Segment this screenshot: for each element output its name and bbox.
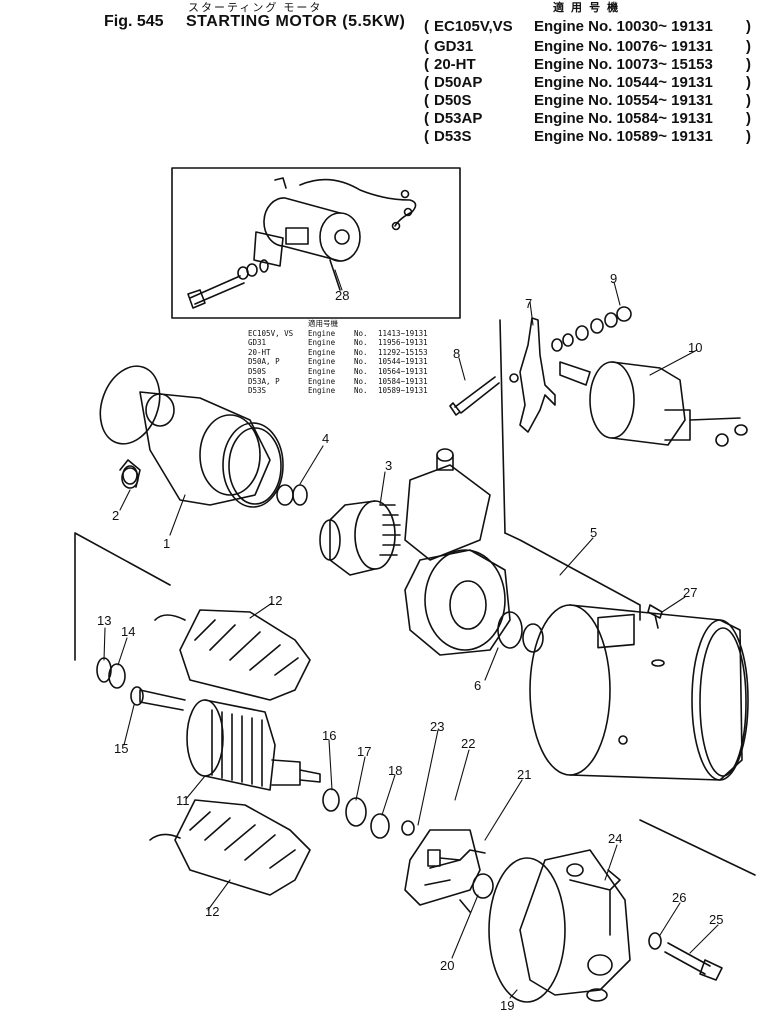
bushing-4b (292, 484, 308, 506)
callout-7: 7 (525, 296, 533, 311)
center-housing (404, 448, 544, 656)
brush-22 (427, 849, 486, 867)
callout-21: 21 (517, 767, 532, 782)
bolt-25 (664, 942, 723, 981)
screw-27 (647, 604, 663, 629)
callout-27: 27 (683, 585, 698, 600)
washer-16 (322, 788, 340, 812)
yoke-5 (529, 604, 749, 781)
callout-28: 28 (335, 288, 350, 303)
callout-16: 16 (322, 728, 337, 743)
drive-housing-1 (99, 365, 284, 508)
assembly-bracket-left (74, 532, 171, 661)
callout-17: 17 (357, 744, 372, 759)
brush-holder-21 (404, 829, 481, 913)
callout-12-upper: 12 (268, 593, 283, 608)
pinion-drive-3 (319, 500, 401, 576)
callout-25: 25 (709, 912, 724, 927)
armature-11 (186, 699, 321, 791)
callout-12-lower: 12 (205, 904, 220, 919)
end-frame-19 (519, 849, 631, 1002)
callout-23: 23 (430, 719, 445, 734)
callout-26: 26 (672, 890, 687, 905)
page-title: STARTING MOTOR (5.5KW) (186, 13, 406, 30)
callout-2: 2 (112, 508, 120, 523)
leader-lines (103, 269, 719, 999)
magnetic-switch-10 (559, 361, 748, 447)
callout-1: 1 (163, 536, 171, 551)
field-coil-12-lower (149, 799, 311, 896)
callout-8: 8 (453, 346, 461, 361)
callout-6: 6 (474, 678, 482, 693)
callout-4: 4 (322, 431, 330, 446)
nuts-9 (551, 306, 632, 352)
callout-24: 24 (608, 831, 623, 846)
assembly-bracket-top (504, 532, 641, 621)
callout-11: 11 (176, 793, 190, 808)
washer-17 (345, 797, 367, 827)
title-kana: スターティング モータ (188, 2, 323, 14)
assembly-bracket-vertical (499, 319, 506, 534)
bearing-15 (130, 686, 144, 706)
bushing-2 (121, 467, 139, 489)
bushing-4 (276, 484, 294, 506)
callout-19: 19 (500, 998, 515, 1013)
callout-5: 5 (590, 525, 598, 540)
inset-frame (171, 167, 461, 319)
washer-14 (108, 663, 126, 689)
applicable-label: 適 用 号 機 (553, 2, 621, 14)
callout-10: 10 (688, 340, 703, 355)
washer-26 (648, 932, 662, 950)
callout-18: 18 (388, 763, 403, 778)
callout-3: 3 (385, 458, 393, 473)
callout-13: 13 (97, 613, 112, 628)
bracket-24 (569, 869, 621, 936)
callout-14: 14 (121, 624, 136, 639)
solenoid-assembly-28 (187, 177, 417, 309)
shaft-15 (139, 689, 186, 711)
bushing-20 (472, 873, 494, 899)
bracket-7 (509, 317, 556, 433)
inset-table-label: 適用号機 (308, 319, 338, 328)
field-coil-12-upper (154, 609, 311, 701)
figure-number: Fig. 545 (104, 13, 164, 30)
callout-20: 20 (440, 958, 455, 973)
callout-9: 9 (610, 271, 618, 286)
callout-22: 22 (461, 736, 476, 751)
washer-18 (370, 813, 390, 839)
spring-23 (401, 820, 415, 836)
o-ring-19 (488, 857, 566, 1003)
bolt-8 (449, 376, 500, 416)
assembly-bracket-right (639, 819, 756, 876)
callout-15: 15 (114, 741, 129, 756)
